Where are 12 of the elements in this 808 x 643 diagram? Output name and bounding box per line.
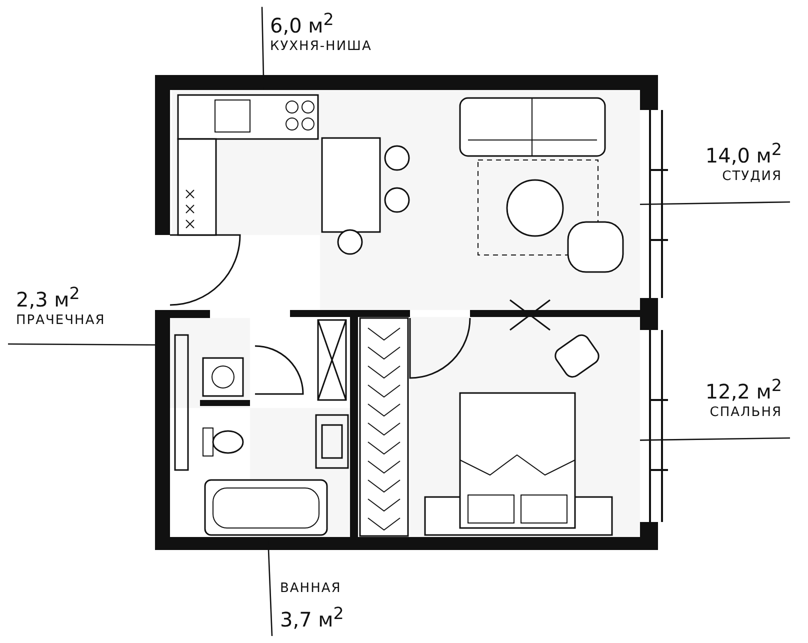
leader-line (640, 437, 790, 441)
room-name: СТУДИЯ (722, 170, 782, 185)
area-value: 3,7 м$^{2}$ (280, 604, 344, 632)
area-value: 12,2 м$^{2}$ (705, 376, 782, 404)
room-name: ВАННАЯ (280, 582, 342, 597)
area-value: 2,3 м$^{2}$ (16, 284, 80, 312)
leader-line (640, 201, 790, 206)
room-name: КУХНЯ-НИША (270, 40, 372, 55)
area-value: 14,0 м$^{2}$ (705, 140, 782, 168)
area-value: 6,0 м$^{2}$ (270, 10, 334, 38)
room-name: СПАЛЬНЯ (710, 406, 782, 421)
room-name: ПРАЧЕЧНАЯ (16, 314, 106, 329)
